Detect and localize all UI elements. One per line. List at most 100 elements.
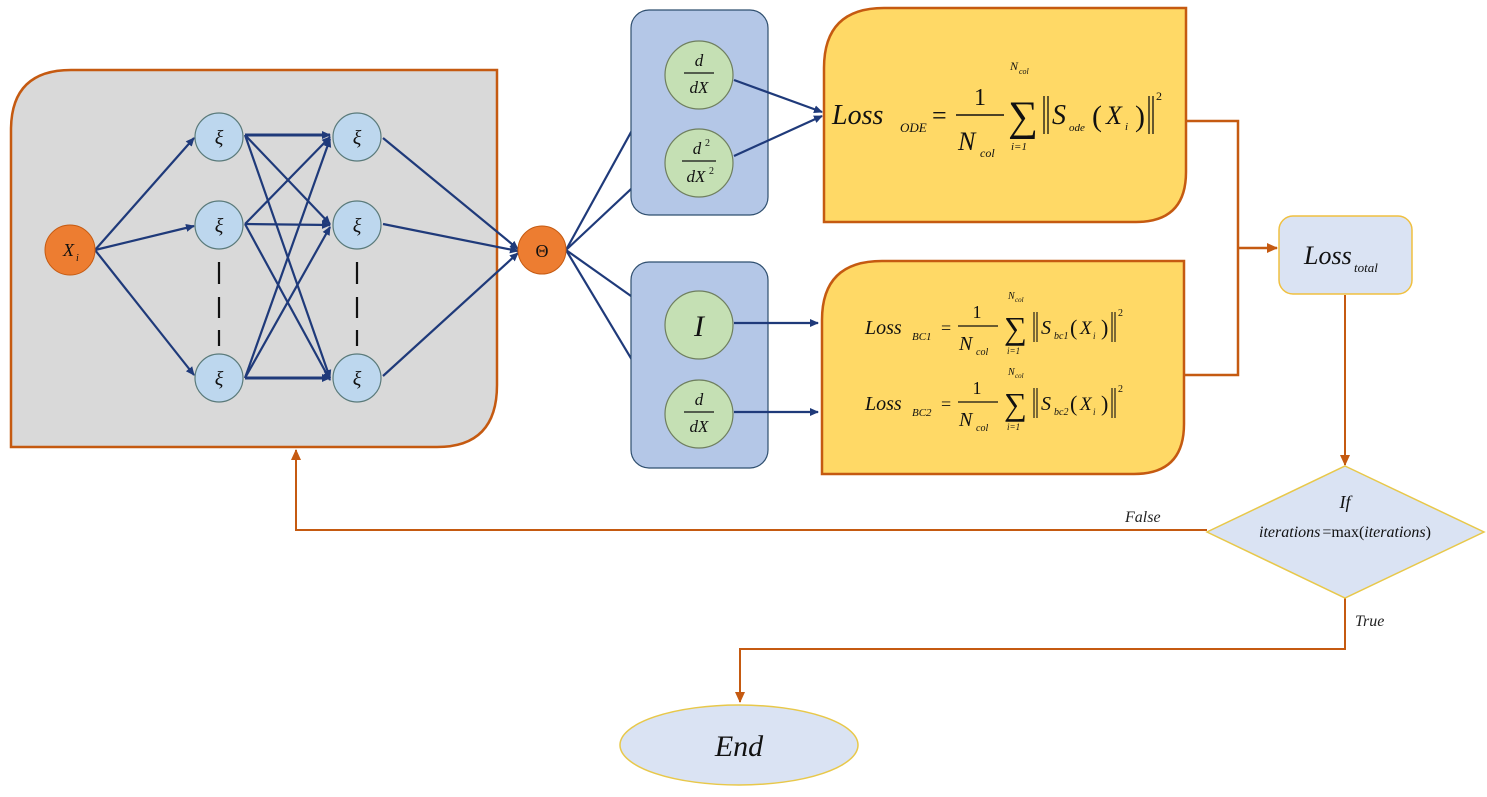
edge-h2a-theta bbox=[382, 137, 519, 250]
svg-text:1: 1 bbox=[974, 85, 986, 111]
svg-text:I: I bbox=[693, 310, 706, 343]
svg-text:Loss: Loss bbox=[864, 393, 902, 415]
svg-text:N: N bbox=[958, 333, 974, 355]
svg-text:=: = bbox=[941, 318, 951, 338]
neuron: ξ bbox=[194, 112, 244, 162]
svg-text:ξ: ξ bbox=[215, 368, 224, 390]
loss-ode-formula: Loss ODE = 1 N col N col ∑ i=1 S ode ( X… bbox=[831, 59, 1162, 160]
false-branch-label: False bbox=[1124, 509, 1161, 526]
neuron: ξ bbox=[194, 353, 244, 403]
identity-node: I bbox=[664, 290, 734, 360]
svg-text:N: N bbox=[1007, 367, 1016, 378]
connector-true-to-end bbox=[735, 598, 1346, 703]
connector-ode-to-total bbox=[1184, 119, 1240, 377]
svg-text:i: i bbox=[1125, 121, 1128, 133]
svg-text:): ) bbox=[1135, 100, 1145, 133]
svg-text:∑: ∑ bbox=[1004, 310, 1027, 346]
svg-text:ξ: ξ bbox=[215, 215, 224, 237]
svg-text:i: i bbox=[1093, 331, 1096, 341]
svg-text:col: col bbox=[1015, 372, 1024, 380]
svg-text:=: = bbox=[941, 394, 951, 414]
svg-text:2: 2 bbox=[705, 138, 710, 149]
svg-text:col: col bbox=[976, 347, 988, 358]
svg-text:(: ( bbox=[1070, 391, 1077, 416]
svg-text:X: X bbox=[1079, 394, 1093, 415]
svg-text:i: i bbox=[76, 253, 79, 264]
svg-text:i=1: i=1 bbox=[1007, 346, 1020, 356]
svg-text:1: 1 bbox=[973, 302, 982, 322]
svg-text:2: 2 bbox=[1156, 89, 1162, 103]
svg-text:col: col bbox=[976, 423, 988, 434]
output-node-theta: Θ bbox=[517, 225, 567, 275]
svg-text:ode: ode bbox=[1069, 122, 1085, 134]
svg-text:(: ( bbox=[1070, 315, 1077, 340]
svg-text:X: X bbox=[1079, 318, 1093, 339]
input-node: X i bbox=[44, 224, 96, 276]
svg-text:N: N bbox=[1007, 291, 1016, 302]
svg-text:): ) bbox=[1101, 391, 1108, 416]
true-branch-label: True bbox=[1355, 613, 1384, 630]
edge-h1c-h2a bbox=[243, 138, 332, 379]
svg-text:2: 2 bbox=[1118, 308, 1123, 319]
neuron: ξ bbox=[332, 200, 382, 250]
svg-text:2: 2 bbox=[709, 166, 714, 177]
neuron: ξ bbox=[332, 353, 382, 403]
svg-text:S: S bbox=[1052, 100, 1066, 131]
edge-h1b-h2b bbox=[244, 220, 331, 229]
svg-text:dX: dX bbox=[690, 417, 710, 436]
operator-to-loss-arrows bbox=[733, 78, 823, 416]
svg-text:BC1: BC1 bbox=[912, 331, 932, 343]
svg-text:1: 1 bbox=[973, 378, 982, 398]
svg-text:Θ: Θ bbox=[536, 241, 549, 261]
connector-false-loop bbox=[291, 449, 1207, 531]
svg-text:col: col bbox=[1019, 67, 1030, 76]
svg-text:N: N bbox=[958, 409, 974, 431]
svg-text:S: S bbox=[1041, 317, 1051, 339]
loss-bc2-formula: Loss BC2 = 1 N col N col ∑ i=1 S bc2 ( X… bbox=[864, 367, 1123, 434]
svg-text:∑: ∑ bbox=[1004, 386, 1027, 422]
svg-text:i=1: i=1 bbox=[1007, 422, 1020, 432]
svg-text:col: col bbox=[1015, 296, 1024, 304]
svg-text:bc2: bc2 bbox=[1054, 407, 1068, 418]
svg-text:bc1: bc1 bbox=[1054, 331, 1068, 342]
edge-input-h1b bbox=[94, 223, 195, 252]
svg-text:N: N bbox=[957, 127, 977, 156]
svg-text:d: d bbox=[693, 139, 702, 158]
edge-h2c-theta bbox=[382, 252, 519, 377]
bc-derivative-node: d dX bbox=[664, 379, 734, 449]
svg-text:i=1: i=1 bbox=[1011, 141, 1027, 153]
svg-text:Loss: Loss bbox=[1303, 241, 1352, 270]
svg-text:S: S bbox=[1041, 393, 1051, 415]
flow-connectors bbox=[291, 119, 1350, 703]
network-connections bbox=[94, 75, 663, 411]
edge-input-h1a bbox=[94, 137, 195, 251]
svg-text:If: If bbox=[1339, 492, 1354, 512]
hidden-layer-2: ξ ξ ξ bbox=[332, 112, 382, 403]
hidden-layer-ellipsis bbox=[217, 262, 359, 346]
svg-text:Loss: Loss bbox=[864, 317, 902, 339]
edge-input-h1c bbox=[94, 249, 195, 376]
svg-text:d: d bbox=[695, 51, 704, 70]
loss-ode-box bbox=[822, 6, 1188, 224]
svg-text:X: X bbox=[62, 240, 75, 260]
edge-h1c-h2b bbox=[244, 226, 331, 379]
loss-bc-box bbox=[820, 259, 1186, 476]
svg-text:ξ: ξ bbox=[215, 127, 224, 149]
svg-text:dX: dX bbox=[690, 78, 710, 97]
hidden-layer-1: ξ ξ ξ bbox=[194, 112, 244, 403]
svg-text:∑: ∑ bbox=[1008, 94, 1038, 140]
end-terminal: End bbox=[619, 704, 859, 786]
svg-text:End: End bbox=[714, 730, 764, 763]
svg-text:ODE: ODE bbox=[900, 120, 927, 135]
svg-text:ξ: ξ bbox=[353, 215, 362, 237]
svg-text:): ) bbox=[1101, 315, 1108, 340]
svg-text:X: X bbox=[1105, 101, 1123, 130]
network-panel bbox=[9, 68, 499, 449]
first-derivative-node: d dX bbox=[664, 40, 734, 110]
svg-text:N: N bbox=[1009, 59, 1019, 73]
svg-text:2: 2 bbox=[1118, 384, 1123, 395]
svg-text:i: i bbox=[1093, 407, 1096, 417]
loss-bc1-formula: Loss BC1 = 1 N col N col ∑ i=1 S bc1 ( X… bbox=[864, 291, 1123, 358]
svg-text:(: ( bbox=[1092, 100, 1102, 133]
